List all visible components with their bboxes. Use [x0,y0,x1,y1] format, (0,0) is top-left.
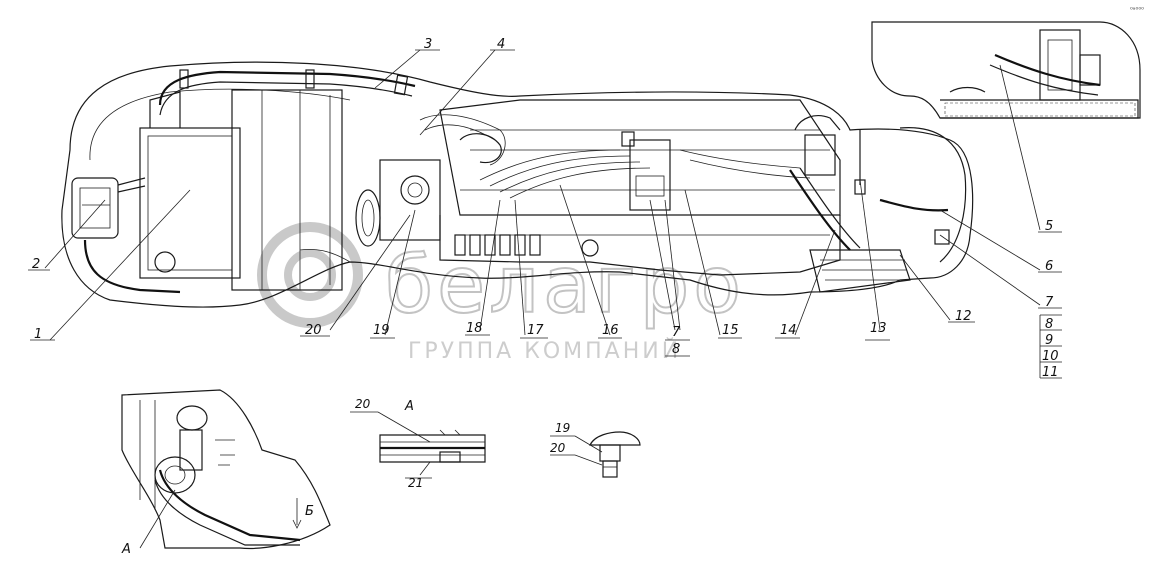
engine-outline [61,61,974,308]
callout-12: 12 [955,309,972,324]
callout-6: 6 [1045,259,1053,274]
view-bottom-left: Б А [121,389,331,557]
view-label-a: А [121,542,131,557]
callout-11: 11 [1042,365,1059,380]
callout-17: 17 [527,323,544,338]
callout-16: 16 [602,323,619,338]
detail-top-right [871,21,1141,119]
watermark: белагро ГРУППА КОМПАНИЙ [257,222,745,364]
callout-7-right: 7 [1045,295,1054,310]
detail-b-label-19: 19 [555,421,570,435]
callout-3: 3 [424,37,432,52]
callout-20: 20 [305,323,322,338]
callout-10: 10 [1042,349,1059,364]
callout-4: 4 [497,37,505,52]
callout-1: 1 [34,327,42,342]
callout-9: 9 [1045,333,1053,348]
fuel-pump-row [454,234,541,256]
callout-14: 14 [780,323,797,338]
callout-8-mid: 8 [672,342,680,357]
detail-a-letter: А [404,399,414,414]
callout-15: 15 [722,323,739,338]
callout-13: 13 [870,321,887,336]
watermark-brand: белагро [385,241,745,331]
detail-a: А 20 21 [350,397,486,490]
callout-5: 5 [1045,219,1053,234]
corner-mark: ⁰ᵃ⁰⁰⁰ [1130,6,1144,14]
callout-7-mid: 7 [672,325,681,340]
watermark-subtitle: ГРУППА КОМПАНИЙ [408,338,681,364]
view-label-b: Б [305,504,314,519]
watermark-logo-core [284,249,336,301]
detail-a-label-21: 21 [408,476,423,490]
watermark-logo-ring [257,222,363,328]
detail-b-label-20: 20 [550,441,566,455]
callout-18: 18 [466,321,483,336]
callout-2: 2 [32,257,40,272]
callout-leaders [28,49,1062,379]
detail-b: 19 20 [550,421,641,478]
detail-a-label-20: 20 [355,397,371,411]
callout-8-right: 8 [1045,317,1053,332]
callout-19: 19 [373,323,390,338]
